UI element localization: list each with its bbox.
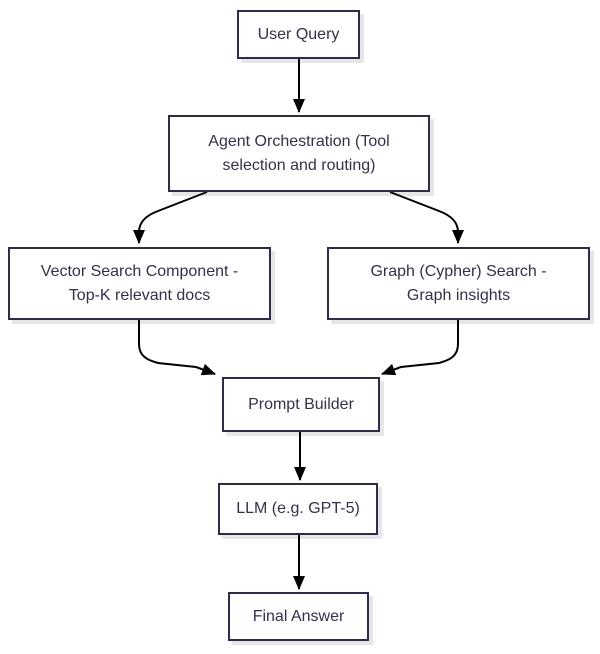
node-label: selection and routing) — [222, 156, 376, 174]
node-vector-search: Vector Search Component - Top-K relevant… — [8, 247, 271, 320]
node-final-answer: Final Answer — [228, 592, 369, 641]
node-graph-search: Graph (Cypher) Search - Graph insights — [327, 247, 590, 320]
edge-agent-orchestration-to-vector-search — [133, 191, 208, 244]
edge-graph-search-to-prompt-builder — [381, 320, 459, 376]
node-label: Graph (Cypher) Search - — [370, 262, 547, 280]
node-label: Final Answer — [252, 607, 345, 625]
edge-vector-search-to-prompt-builder — [138, 320, 216, 376]
node-label: Graph insights — [406, 286, 511, 304]
edge-agent-orchestration-to-graph-search — [389, 191, 464, 244]
node-label: Top-K relevant docs — [68, 286, 211, 304]
node-label: Prompt Builder — [248, 395, 354, 413]
node-user-query: User Query — [237, 10, 360, 59]
node-label: User Query — [257, 25, 340, 43]
node-llm: LLM (e.g. GPT-5) — [218, 483, 378, 535]
node-label: LLM (e.g. GPT-5) — [236, 500, 360, 517]
node-prompt-builder: Prompt Builder — [222, 377, 380, 432]
node-agent-orchestration: Agent Orchestration (Tool selection and … — [168, 115, 430, 192]
node-label: Agent Orchestration (Tool — [208, 132, 390, 150]
node-label: Vector Search Component - — [40, 262, 239, 280]
